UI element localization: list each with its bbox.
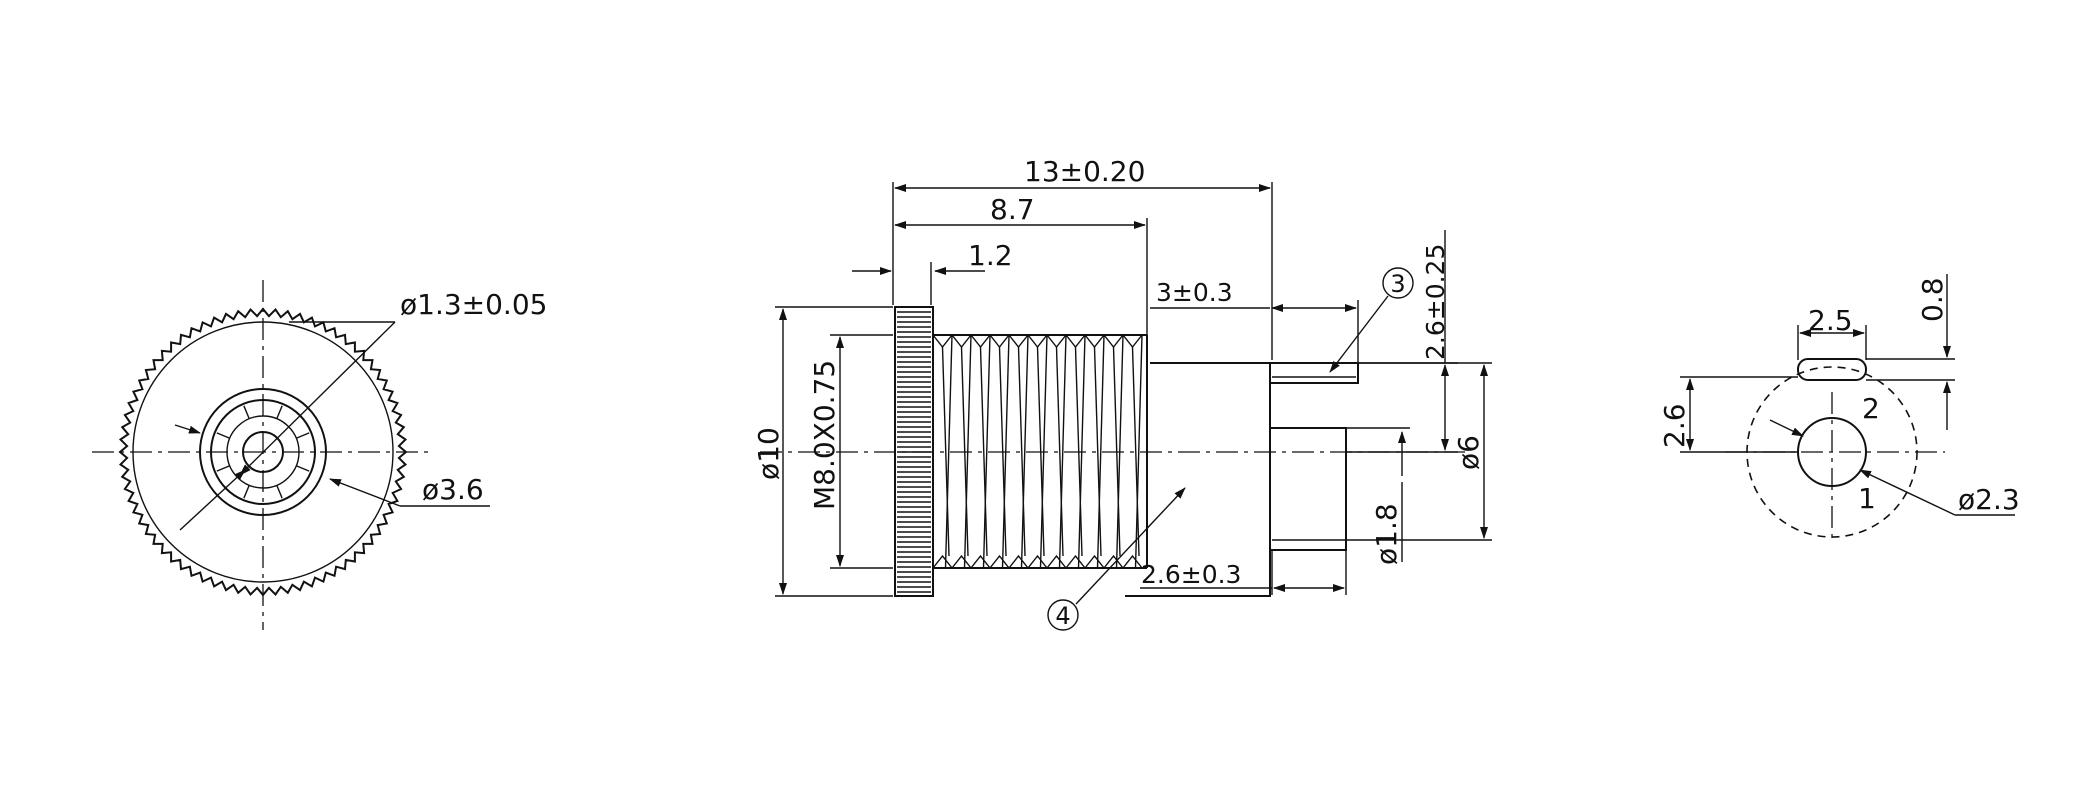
thread-root-line xyxy=(1020,334,1029,569)
thread-bottom-profile xyxy=(932,554,1143,570)
bore-diameter-arrow-back xyxy=(174,424,201,434)
callout-3-circle xyxy=(1382,267,1414,299)
hole-diameter-arrow xyxy=(239,321,396,476)
thread-root-line xyxy=(944,334,953,569)
hole-diameter-arrow-back xyxy=(179,469,246,531)
overall-length-label: 13±0.20 xyxy=(1024,155,1145,188)
body-length-label: 8.7 xyxy=(990,193,1035,226)
side-view: 13±0.20 8.7 1.2 3±0.3 3 2.6±0.25 ø10 xyxy=(752,155,1492,631)
thread-root-line xyxy=(982,334,991,569)
front-view: ø1.3±0.05 ø3.6 xyxy=(92,280,547,630)
bore-tab xyxy=(243,484,250,499)
bore-tab xyxy=(276,405,283,420)
pin-1-label: 1 xyxy=(1858,482,1876,515)
bore-tab xyxy=(295,432,310,439)
thread-root-line xyxy=(1096,334,1105,569)
tail-diameter-label: ø6 xyxy=(1452,435,1485,470)
slot-width-label: 2.5 xyxy=(1808,304,1853,337)
pin2-length-label: 2.6±0.3 xyxy=(1141,560,1241,589)
pin3-length-label: 3±0.3 xyxy=(1156,278,1233,307)
callout-4-leader xyxy=(1075,487,1186,605)
bore-tab xyxy=(243,405,250,420)
bore-tab xyxy=(295,465,310,472)
thread-crest-line xyxy=(941,346,950,557)
pin3-body xyxy=(1269,362,1359,384)
hole-diameter-label: ø2.3 xyxy=(1958,483,2020,516)
thread-root-line xyxy=(1058,334,1067,569)
pin-view: 2.5 0.8 2.6 ø2.3 1 2 xyxy=(1658,274,2020,540)
hole-diameter-label: ø1.3±0.05 xyxy=(400,288,547,321)
bore-tab xyxy=(216,432,231,439)
callout-4-label: 4 xyxy=(1055,602,1070,630)
pin3-offset-label: 2.6±0.25 xyxy=(1421,244,1450,360)
bore-tab xyxy=(276,484,283,499)
callout-4-circle xyxy=(1047,599,1079,631)
slot-pin xyxy=(1797,358,1867,381)
slot-height-label: 0.8 xyxy=(1916,277,1949,322)
bore-diameter-arrow xyxy=(329,478,401,507)
thread-root-line xyxy=(1134,334,1143,569)
thread-crest-line xyxy=(979,346,988,557)
thread-crest-line xyxy=(1093,346,1102,557)
pin-diameter-label: ø1.8 xyxy=(1370,503,1403,565)
thread-top-profile xyxy=(932,333,1143,349)
bore-tab xyxy=(216,465,231,472)
thread-crest-line xyxy=(1131,346,1140,557)
callout-3-leader xyxy=(1329,295,1389,373)
flange-thickness-label: 1.2 xyxy=(968,239,1013,272)
pin2-body xyxy=(1269,427,1347,551)
bore-diameter-label: ø3.6 xyxy=(422,473,484,506)
callout-3-label: 3 xyxy=(1390,270,1405,298)
pin-2-label: 2 xyxy=(1862,392,1880,425)
thread-crest-line xyxy=(1055,346,1064,557)
hole-diameter-arrow xyxy=(1859,469,1956,516)
slot-offset-label: 2.6 xyxy=(1658,403,1691,448)
flange-diameter-label: ø10 xyxy=(752,427,785,480)
thread-crest-line xyxy=(1017,346,1026,557)
thread-spec-label: M8.0X0.75 xyxy=(808,360,841,510)
hole-diameter-arrow-back xyxy=(1769,419,1804,437)
